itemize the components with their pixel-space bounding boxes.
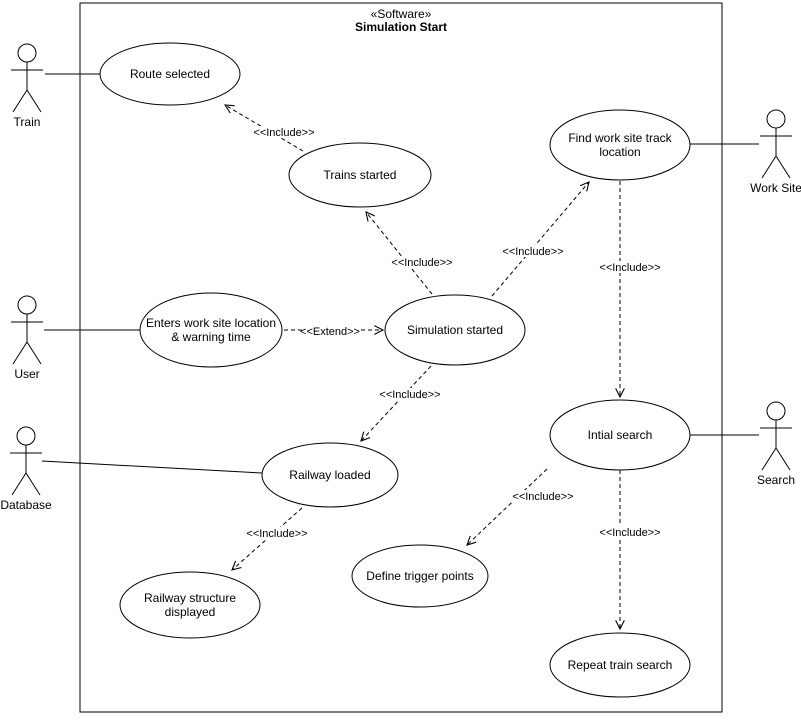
dependency-label: <<Include>> [253,127,314,139]
use-case-label: & warning time [171,330,251,344]
actor-body-icon [10,445,42,496]
dependency-label-bg [378,388,442,400]
actor-label: Train [14,115,41,129]
use-case-ellipse [549,399,691,471]
use-case-define-trigger-points: Define trigger points [351,544,489,608]
use-case-ellipse [351,544,489,608]
dependencies-layer: <<Include>> <<Include>> <<Include>> <<Inclu… [223,104,662,631]
dependency-label: <<Extend>> [300,326,360,338]
use-case-ellipse [261,442,399,508]
dependency-label: <<Include>> [246,528,307,540]
actor-head-icon [16,426,36,446]
dependency-label-bg [598,261,662,273]
actor-body-icon [11,314,43,365]
actor-label: User [14,367,39,381]
dependency-label-bg [598,526,662,538]
use-case-label: Route selected [130,67,210,81]
actor-head-icon [766,109,786,129]
actor-head-icon [766,401,786,421]
dependency-intial-search-to-repeat-train-search: <<Include>> [598,470,662,631]
use-case-ellipse [288,142,432,208]
actor-label: Database [0,498,52,512]
dependency-label: <<Include>> [379,389,440,401]
actor-search: Search [757,401,795,487]
use-case-label: Find work site track [568,131,672,145]
actor-body-icon [760,420,792,471]
dependency-label-bg [511,490,575,502]
use-case-repeat-train-search: Repeat train search [549,632,691,698]
dependency-line [231,507,303,571]
dependency-simulation-started-to-trains-started: <<Include>> [365,211,454,295]
dependency-intial-search-to-define-trigger-points: <<Include>> [466,468,575,546]
use-case-simulation-started: Simulation started [384,294,526,366]
use-case-railway-loaded: Railway loaded [261,442,399,508]
use-case-ellipse [99,42,241,106]
actor-head-icon [17,295,37,315]
system-title: Simulation Start [355,20,447,34]
use-case-enters-work-site-location: Enters work site location& warning time [139,292,283,368]
dependency-label: <<Include>> [599,262,660,274]
dependency-line [466,468,548,546]
use-case-trains-started: Trains started [288,142,432,208]
actor-label: Work Site [750,181,801,195]
dependency-label: <<Include>> [391,257,452,269]
actor-body-icon [760,128,792,179]
system-stereotype: «Software» [371,7,432,21]
use-case-ellipse [139,292,283,368]
use-case-label: Enters work site location [146,316,276,330]
use-case-ellipse [119,571,261,639]
dependency-label-bg [252,126,316,138]
actor-train: Train [11,43,43,129]
use-case-ellipse [549,109,691,181]
use-case-label: Simulation started [407,323,503,337]
dependency-label: <<Include>> [502,246,563,258]
dependency-label: <<Include>> [599,527,660,539]
dependency-line [360,365,432,442]
use-case-label: Intial search [588,428,653,442]
use-case-label: Repeat train search [568,658,673,672]
dependency-line [365,211,433,295]
dependency-enters-work-site-to-simulation-started: <<Extend>> [284,325,385,338]
actor-body-icon [11,62,43,113]
dependency-label-bg [245,527,309,539]
use-case-label: displayed [165,605,216,619]
use-case-ellipse [549,632,691,698]
dependency-simulation-started-to-find-work-site: <<Include>> [491,181,590,297]
dependency-label: <<Include>> [512,491,573,503]
dependency-trains-started-to-route-selected: <<Include>> [223,104,316,152]
use-case-route-selected: Route selected [99,42,241,106]
dependency-railway-loaded-to-railway-structure-displayed: <<Include>> [231,507,309,571]
actor-head-icon [17,43,37,63]
associations-layer [41,73,759,474]
actor-database: Database [0,426,52,512]
actor-work-site: Work Site [750,109,801,195]
dependency-label-bg [501,245,565,257]
use-case-label: Define trigger points [366,569,473,583]
use-case-label: Railway structure [144,591,236,605]
dependency-line [491,181,590,297]
dependency-simulation-started-to-railway-loaded: <<Include>> [360,365,442,442]
use-case-intial-search: Intial search [549,399,691,471]
association-database-to-railway-loaded [41,460,263,474]
use-case-label: location [599,145,640,159]
dependency-label-bg [301,325,359,337]
dependency-label-bg [390,256,454,268]
use-case-label: Railway loaded [289,468,370,482]
use-case-ellipse [384,294,526,366]
dependency-find-work-site-to-intial-search: <<Include>> [598,181,662,399]
use-case-label: Trains started [324,168,397,182]
actor-user: User [11,295,43,381]
system-boundary [79,2,723,713]
actor-label: Search [757,473,795,487]
